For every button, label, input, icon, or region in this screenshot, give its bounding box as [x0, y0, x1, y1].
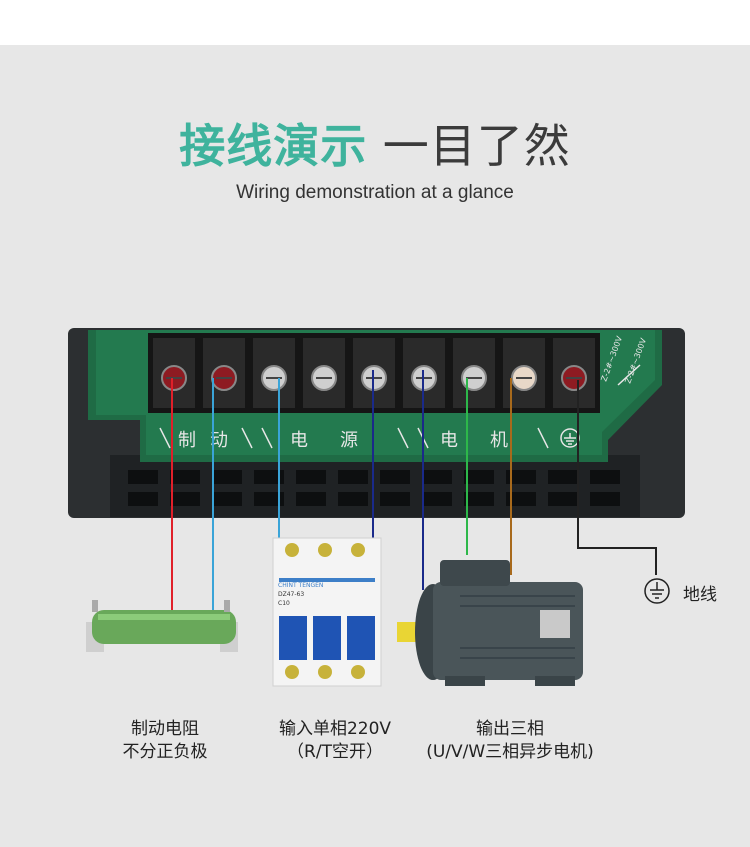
three-phase-motor: [397, 560, 583, 686]
caption-resistor-line2: 不分正负极: [122, 742, 208, 762]
ground-label: 地线: [683, 585, 717, 605]
pcb-label-motor-2: 机: [490, 430, 508, 451]
caption-resistor-line1: 制动电阻: [131, 719, 199, 739]
page-subtitle: Wiring demonstration at a glance: [236, 182, 514, 203]
breaker-model: DZ47-63: [278, 591, 304, 598]
circuit-breaker: CHINT TENGEN DZ47-63 C10: [272, 537, 382, 687]
caption-motor: 输出三相 (U/V/W三相异步电机): [410, 718, 610, 764]
ground-icon: [644, 578, 670, 604]
pcb-label-brake-1: 制: [178, 430, 196, 451]
pcb-label-brake-2: 动: [210, 430, 228, 451]
caption-motor-line1: 输出三相: [476, 719, 544, 739]
caption-breaker-line1: 输入单相220V: [278, 719, 392, 739]
title-rest: 一目了然: [367, 119, 571, 173]
pcb-label-power-1: 电: [290, 430, 308, 451]
pcb-label-power-2: 源: [340, 430, 358, 451]
breaker-rating: C10: [278, 600, 290, 607]
caption-motor-line2: (U/V/W三相异步电机): [426, 742, 594, 762]
caption-resistor: 制动电阻 不分正负极: [95, 718, 235, 764]
title-accent: 接线演示: [179, 119, 368, 173]
wires: [171, 370, 657, 612]
caption-breaker: 输入单相220V （R/T空开）: [255, 718, 415, 764]
caption-breaker-line2: （R/T空开）: [287, 742, 383, 762]
pcb-label-motor-1: 电: [440, 430, 458, 451]
braking-resistor: [86, 600, 238, 652]
page-title: 接线演示 一目了然: [0, 110, 750, 176]
breaker-brand: CHINT TENGEN: [278, 582, 323, 589]
